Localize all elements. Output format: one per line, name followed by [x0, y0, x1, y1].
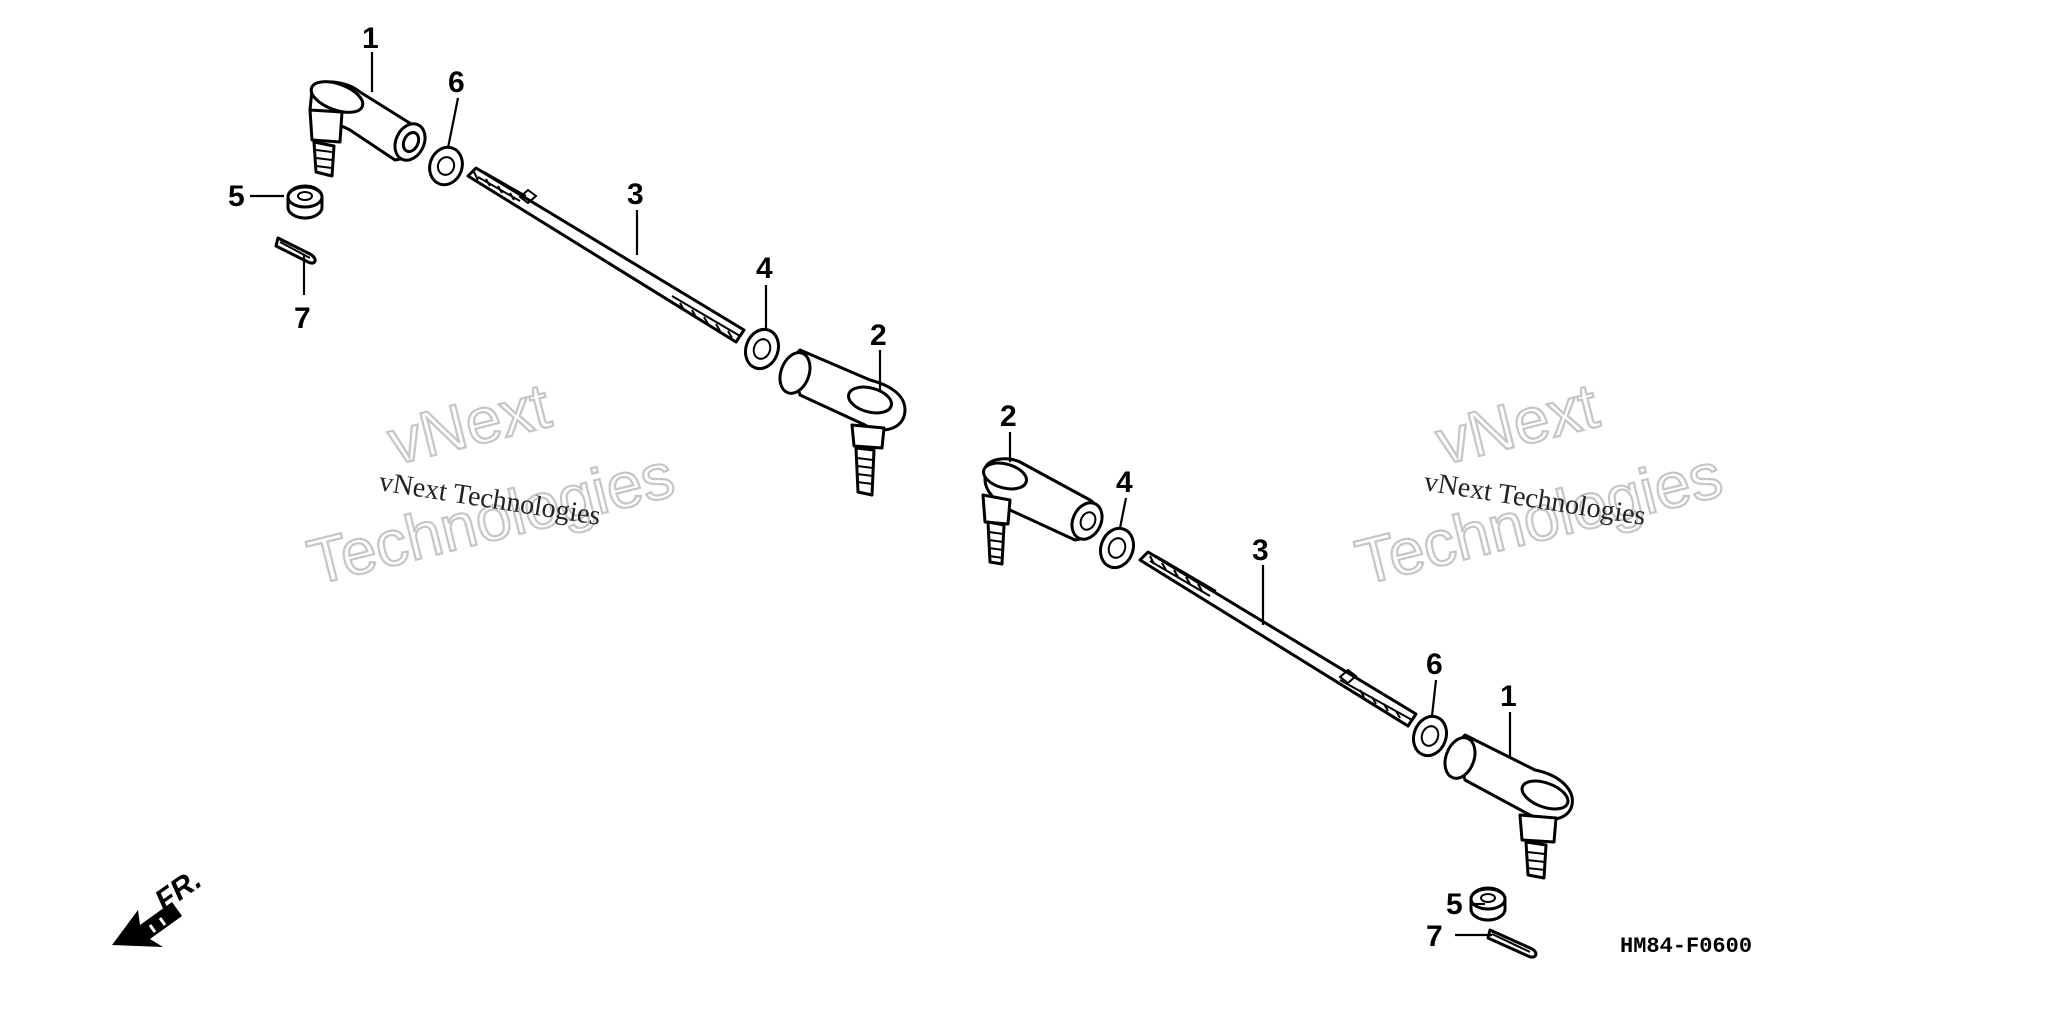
callout-6: 6	[448, 66, 465, 99]
cotter-pin-7	[1486, 928, 1538, 959]
callout-1: 1	[1500, 680, 1517, 713]
lock-nut-6	[428, 145, 464, 187]
callout-5: 5	[1446, 888, 1463, 921]
callout-6: 6	[1426, 648, 1443, 681]
lock-nut-4	[1098, 526, 1136, 570]
tie-rod-3	[466, 166, 746, 344]
callouts-left: 1 6 5 7 3 4 2	[228, 22, 887, 352]
callout-2: 2	[1000, 400, 1017, 433]
lock-nut-6	[1411, 714, 1449, 758]
front-direction-indicator: FR.	[112, 863, 208, 947]
leader-lines	[250, 52, 1512, 937]
watermark-big-vnext: vNext	[1429, 369, 1605, 478]
lock-nut-4	[743, 327, 781, 371]
left-assembly	[274, 80, 907, 497]
callout-4: 4	[756, 252, 773, 285]
callout-3: 3	[1252, 534, 1269, 567]
tie-rod-end-1	[1443, 733, 1574, 880]
tie-rod-end-2	[981, 457, 1104, 566]
callout-1: 1	[362, 22, 379, 55]
callout-7: 7	[294, 302, 311, 335]
callout-4: 4	[1116, 466, 1133, 499]
castle-nut-5	[286, 184, 324, 220]
tie-rod-end-1	[308, 80, 427, 178]
tie-rod-3	[1138, 550, 1418, 728]
right-assembly	[981, 457, 1574, 959]
front-arrow-icon	[112, 902, 182, 947]
callout-7: 7	[1426, 920, 1443, 953]
tie-rod-end-2	[778, 348, 907, 497]
watermark-right: vNext Technologies vNext Technologies	[1348, 368, 1730, 600]
diagram-code: HM84-F0600	[1620, 934, 1752, 959]
front-label: FR.	[149, 863, 208, 918]
watermark-big-vnext: vNext	[381, 369, 557, 478]
watermark-left: vNext Technologies vNext Technologies	[300, 368, 682, 600]
callout-5: 5	[228, 180, 245, 213]
callout-2: 2	[870, 319, 887, 352]
watermark-big-technologies: Technologies	[301, 438, 681, 598]
watermark-big-technologies: Technologies	[1349, 438, 1729, 598]
castle-nut-5	[1469, 886, 1507, 922]
callouts-right: 2 4 3 6 1 5 7	[1000, 400, 1517, 953]
callout-3: 3	[627, 178, 644, 211]
cotter-pin-7	[274, 236, 317, 265]
